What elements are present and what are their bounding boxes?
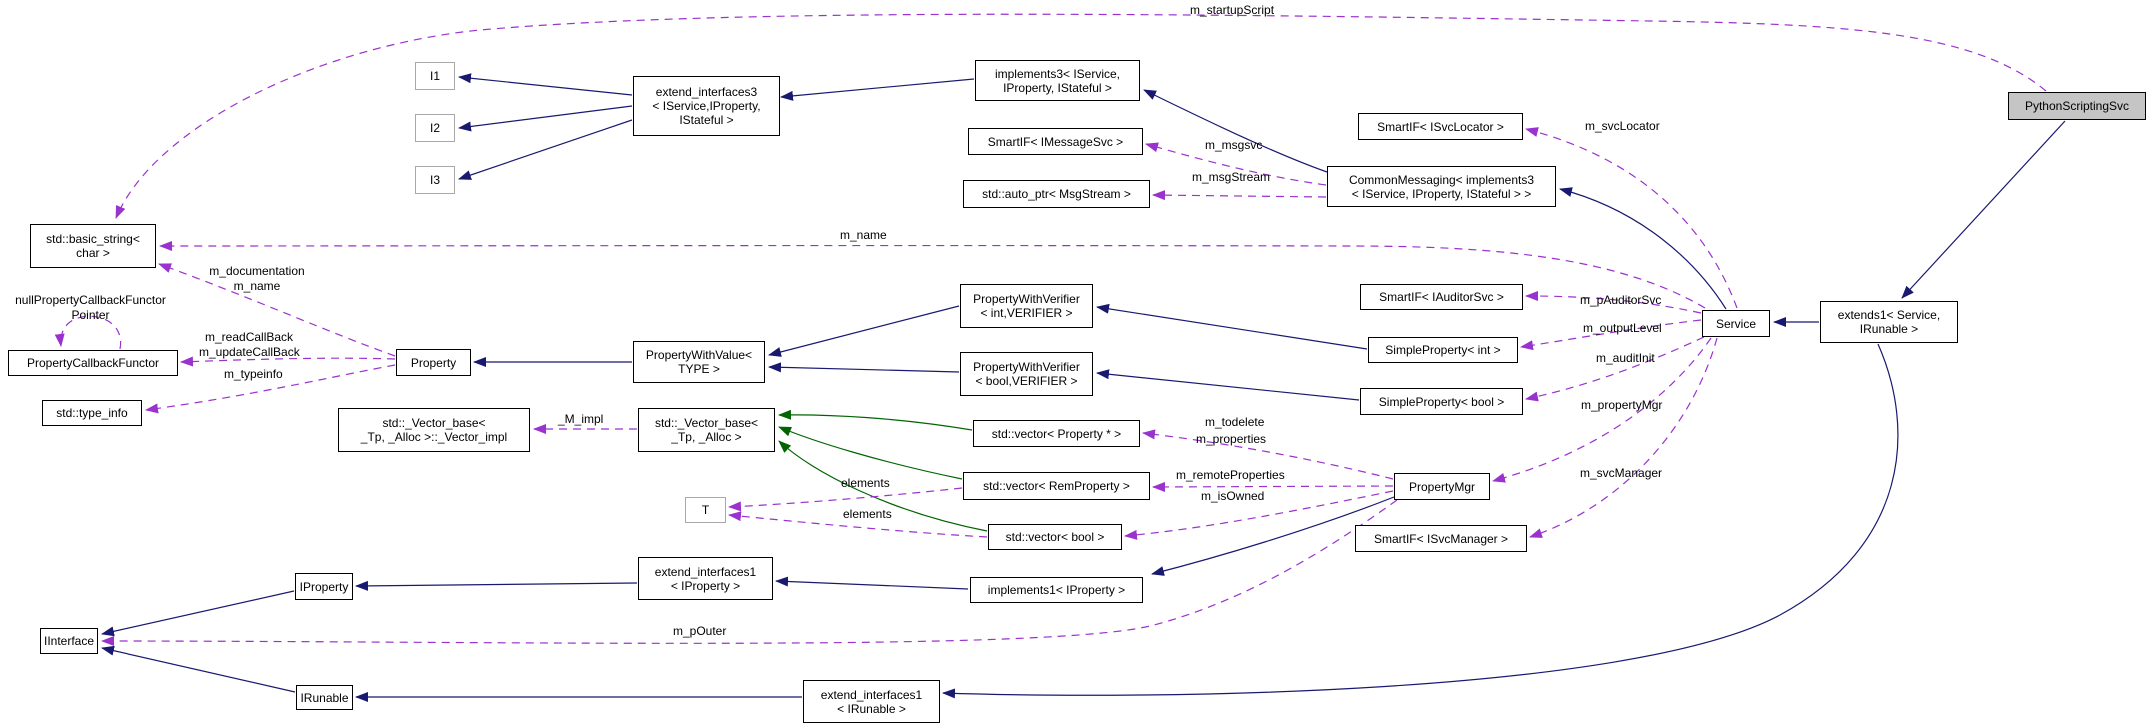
edge-label-m-msgsvc: m_msgsvc — [1205, 138, 1263, 152]
edge-label-m-impl: _M_impl — [558, 412, 604, 426]
node-extend-interfaces1-iproperty[interactable]: extend_interfaces1 < IProperty > — [638, 557, 773, 600]
edge-label-m-todelete: m_todelete — [1205, 415, 1265, 429]
edge-svc-sloc — [1525, 127, 1738, 309]
edge-vprop-vbase — [778, 409, 973, 431]
edge-pss-ext1 — [1901, 120, 2066, 299]
edge-ext3-i3 — [458, 119, 633, 180]
edge-pwvint-pwv — [768, 305, 960, 357]
edge-iprop-iface — [101, 590, 295, 637]
edge-label-m-startupscript: m_startupScript — [1190, 3, 1275, 17]
node-type-info[interactable]: std::type_info — [42, 400, 142, 426]
node-auto-ptr-msgstream[interactable]: std::auto_ptr< MsgStream > — [963, 180, 1150, 208]
node-vector-remproperty[interactable]: std::vector< RemProperty > — [963, 472, 1150, 500]
edge-pwvbool-pwv — [768, 362, 960, 373]
node-extend-interfaces3[interactable]: extend_interfaces3 < IService,IProperty,… — [633, 76, 780, 136]
node-i3: I3 — [415, 166, 455, 194]
node-propertycallbackfunctor[interactable]: PropertyCallbackFunctor — [8, 350, 178, 376]
edge-cmsg-aptr — [1152, 190, 1327, 201]
edge-spbool-pwvbool — [1096, 369, 1360, 401]
node-i1: I1 — [415, 62, 455, 90]
node-vector-bool[interactable]: std::vector< bool > — [988, 524, 1122, 550]
edge-pmgr-vprop — [1142, 429, 1394, 480]
edge-label-m-properties: m_properties — [1196, 432, 1267, 446]
edge-svc-spint — [1520, 319, 1702, 351]
edge-label-elements-2: elements — [843, 507, 892, 521]
node-implements1-iproperty[interactable]: implements1< IProperty > — [970, 577, 1143, 603]
edge-spint-pwvint — [1096, 303, 1368, 350]
edge-label-m-msgstream: m_msgStream — [1192, 170, 1271, 184]
edge-label-m-svclocator: m_svcLocator — [1585, 119, 1660, 133]
node-smartif-isvcmanager[interactable]: SmartIF< ISvcManager > — [1355, 525, 1527, 552]
edge-impl3-ext3 — [780, 78, 975, 101]
edge-label-m-isowned: m_isOwned — [1201, 489, 1265, 503]
node-vector-base[interactable]: std::_Vector_base< _Tp, _Alloc > — [638, 408, 775, 452]
edge-label-m-remoteproperties: m_remoteProperties — [1176, 468, 1285, 482]
edge-ext3-i1 — [458, 73, 633, 96]
edge-cmsg-smsg — [1145, 142, 1327, 186]
edge-label-m-updatecallback: m_updateCallBack — [199, 345, 300, 359]
node-basic-string[interactable]: std::basic_string< char > — [30, 224, 156, 268]
edge-label-m-svcmanager: m_svcManager — [1580, 466, 1663, 480]
edge-svc-saud — [1525, 291, 1702, 314]
edge-cmsg-impl3 — [1143, 89, 1328, 173]
node-t: T — [685, 497, 726, 523]
edge-vbool-t — [728, 511, 988, 538]
edge-pmgr-vbool — [1124, 490, 1394, 540]
node-service[interactable]: Service — [1702, 310, 1770, 337]
node-smartif-imessagesvc[interactable]: SmartIF< IMessageSvc > — [968, 128, 1143, 155]
node-smartif-iauditorsvc[interactable]: SmartIF< IAuditorSvc > — [1360, 284, 1523, 310]
node-vector-base-impl[interactable]: std::_Vector_base< _Tp, _Alloc >::_Vecto… — [338, 408, 530, 452]
node-simpleproperty-int[interactable]: SimpleProperty< int > — [1368, 337, 1518, 363]
node-vector-property-ptr[interactable]: std::vector< Property * > — [973, 420, 1140, 447]
node-i2: I2 — [415, 114, 455, 142]
edge-prop-bstr — [158, 263, 396, 357]
edge-svc-pmgr — [1492, 337, 1712, 483]
edge-i1p-ei1p — [775, 576, 969, 590]
edge-prop-pcf — [180, 356, 396, 367]
node-iinterface[interactable]: IInterface — [40, 628, 98, 654]
node-implements3[interactable]: implements3< IService, IProperty, IState… — [975, 60, 1140, 101]
node-propertywithverifier-int[interactable]: PropertyWithVerifier < int,VERIFIER > — [960, 284, 1093, 328]
edge-label-m-name: m_name — [840, 228, 887, 242]
node-iproperty[interactable]: IProperty — [295, 573, 353, 600]
edge-label-m-pouter: m_pOuter — [673, 624, 727, 638]
edge-label-m-pauditorsvc: m_pAuditorSvc — [1580, 293, 1662, 307]
edge-svc-smgr — [1529, 337, 1718, 538]
edge-vrem-t — [728, 487, 963, 512]
edge-vrem-vbase — [778, 426, 963, 480]
edge-label-m-typeinfo: m_typeinfo — [224, 367, 283, 381]
node-property[interactable]: Property — [396, 349, 471, 376]
node-propertymgr[interactable]: PropertyMgr — [1394, 473, 1490, 500]
edge-vbool-vbase — [778, 440, 988, 532]
node-extend-interfaces1-irunable[interactable]: extend_interfaces1 < IRunable > — [803, 680, 940, 723]
edge-label-m-documentation-m-name: m_documentation m_name — [209, 264, 305, 293]
node-pythonscriptingsvc: PythonScriptingSvc — [2008, 92, 2146, 120]
edge-label-m-outputlevel: m_outputLevel — [1583, 321, 1662, 335]
node-commonmessaging[interactable]: CommonMessaging< implements3 < IService,… — [1327, 166, 1556, 207]
edge-pcf-self — [54, 315, 122, 350]
edge-label-elements-1: elements — [841, 476, 890, 490]
edge-pmgr-vrem — [1152, 481, 1394, 492]
edge-label-m-propertymgr: m_propertyMgr — [1581, 398, 1663, 412]
node-irunable[interactable]: IRunable — [296, 685, 353, 710]
edge-ext3-i2 — [458, 105, 633, 132]
node-propertywithverifier-bool[interactable]: PropertyWithVerifier < bool,VERIFIER > — [960, 352, 1093, 396]
edge-irun-iface — [101, 645, 296, 693]
edge-prop-tinfo — [145, 364, 396, 414]
node-extends1[interactable]: extends1< Service, IRunable > — [1820, 301, 1958, 343]
edge-label-m-readcallback: m_readCallBack — [205, 330, 294, 344]
edge-svc-spbool — [1525, 336, 1705, 402]
node-propertywithvalue[interactable]: PropertyWithValue< TYPE > — [633, 341, 765, 383]
edge-label-m-auditinit: m_auditInit — [1596, 351, 1655, 365]
edge-label-nullpropertycallbackfunctorpointer: nullPropertyCallbackFunctor Pointer — [15, 293, 166, 322]
node-smartif-isvclocator[interactable]: SmartIF< ISvcLocator > — [1358, 113, 1523, 140]
edge-ei1p-iprop — [355, 580, 638, 591]
edge-svc-cmsg — [1559, 187, 1727, 310]
node-simpleproperty-bool[interactable]: SimpleProperty< bool > — [1360, 388, 1523, 415]
